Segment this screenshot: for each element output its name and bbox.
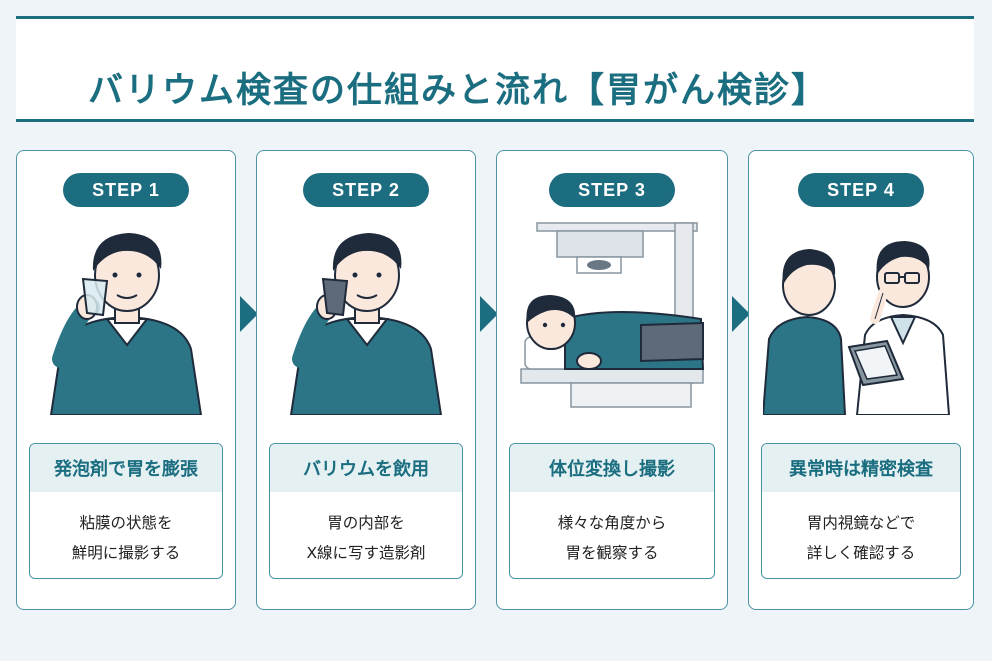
step-card-2: STEP 2 バリウムを飲用 胃の内部を X線に写す造影剤 bbox=[256, 150, 476, 610]
description-line: 胃内視鏡などで bbox=[806, 514, 916, 532]
step-info-box: 発泡剤で胃を膨張 粘膜の状態を 鮮明に撮影する bbox=[29, 443, 223, 579]
description-line: X線に写す造影剤 bbox=[306, 544, 426, 562]
step-heading: バリウムを飲用 bbox=[270, 444, 462, 492]
step-description: 胃内視鏡などで 詳しく確認する bbox=[762, 492, 960, 568]
step-card-1: STEP 1 発泡剤で胃を膨張 粘膜の状態を 鮮明に撮影する bbox=[16, 150, 236, 610]
step-badge: STEP 4 bbox=[798, 173, 924, 207]
man-drinking-foaming-agent-illustration bbox=[49, 233, 203, 415]
step-description: 粘膜の状態を 鮮明に撮影する bbox=[30, 492, 222, 568]
arrow-right-icon bbox=[732, 296, 750, 332]
step-heading: 異常時は精密検査 bbox=[762, 444, 960, 492]
doctor-consultation-illustration bbox=[763, 241, 951, 415]
title-band: バリウム検査の仕組みと流れ【胃がん検診】 bbox=[16, 16, 974, 122]
step-card-4: STEP 4 異常時は精密検査 胃内視鏡などで 詳しく確認する bbox=[748, 150, 974, 610]
description-line: 胃の内部を bbox=[327, 514, 405, 532]
description-line: 粘膜の状態を bbox=[79, 514, 173, 532]
step-info-box: 体位変換し撮影 様々な角度から 胃を観察する bbox=[509, 443, 715, 579]
description-line: 様々な角度から bbox=[557, 514, 667, 532]
page-title: バリウム検査の仕組みと流れ【胃がん検診】 bbox=[88, 71, 829, 111]
step-description: 胃の内部を X線に写す造影剤 bbox=[270, 492, 462, 568]
step-badge: STEP 2 bbox=[303, 173, 429, 207]
step-info-box: 異常時は精密検査 胃内視鏡などで 詳しく確認する bbox=[761, 443, 961, 579]
man-lying-on-xray-table-illustration bbox=[520, 222, 705, 408]
step-info-box: バリウムを飲用 胃の内部を X線に写す造影剤 bbox=[269, 443, 463, 579]
arrow-right-icon bbox=[480, 296, 498, 332]
step-description: 様々な角度から 胃を観察する bbox=[510, 492, 714, 568]
description-line: 鮮明に撮影する bbox=[71, 544, 181, 562]
step-badge: STEP 1 bbox=[63, 173, 189, 207]
step-card-3: STEP 3 体位変換し撮影 様々な角度から 胃を観察する bbox=[496, 150, 728, 610]
arrow-right-icon bbox=[240, 296, 258, 332]
description-line: 胃を観察する bbox=[565, 544, 659, 562]
description-line: 詳しく確認する bbox=[806, 544, 916, 562]
man-drinking-barium-illustration bbox=[289, 233, 443, 415]
step-heading: 体位変換し撮影 bbox=[510, 444, 714, 492]
step-badge: STEP 3 bbox=[549, 173, 675, 207]
step-heading: 発泡剤で胃を膨張 bbox=[30, 444, 222, 492]
